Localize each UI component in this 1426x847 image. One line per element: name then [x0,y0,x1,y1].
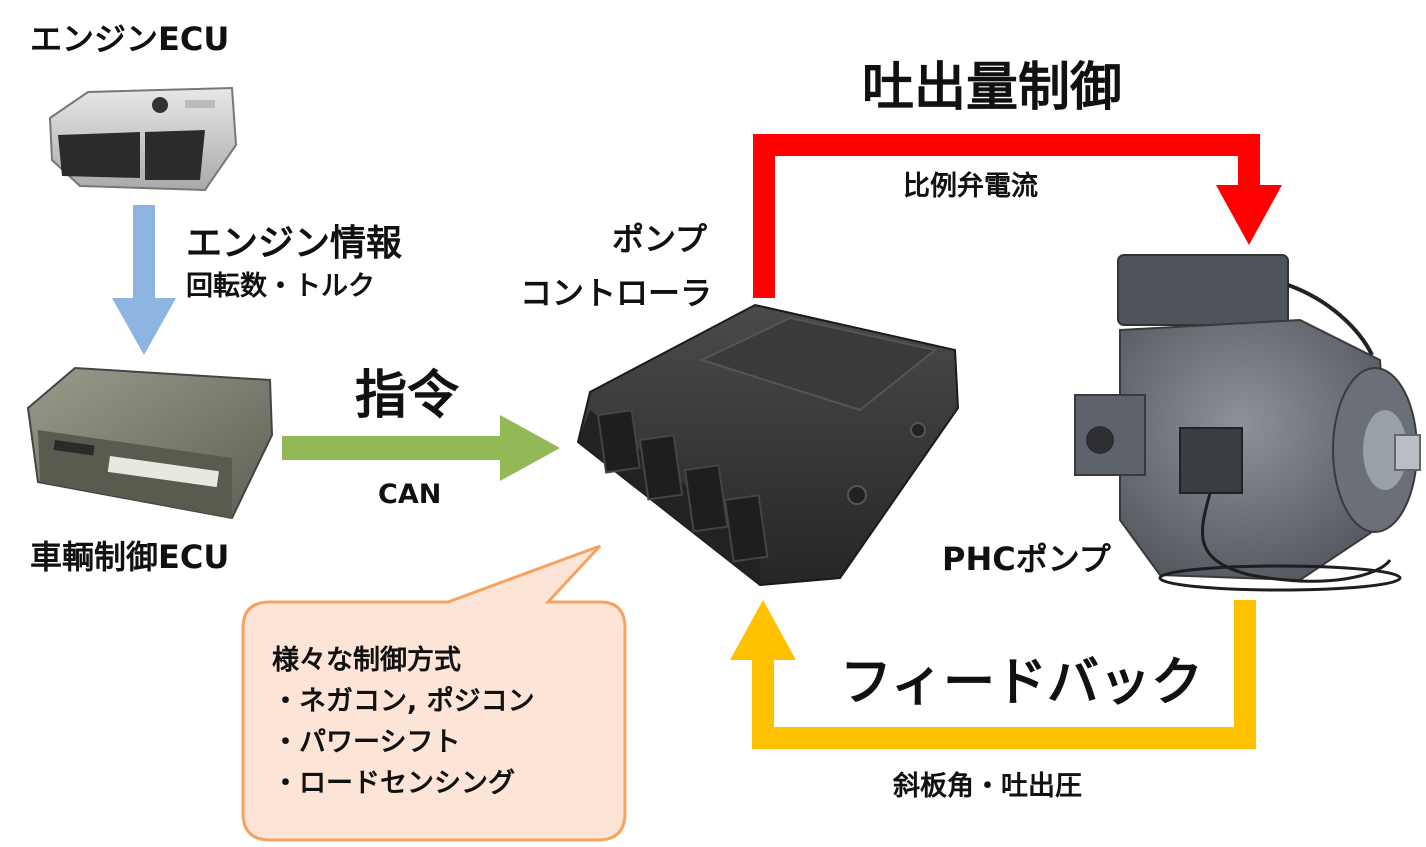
engine-info-arrow [112,205,176,355]
feedback-title: フィードバック [840,655,1203,712]
callout-line: ・ロードセンシング [272,763,535,804]
feedback-detail: 斜板角・吐出圧 [893,772,1082,802]
phc-pump-label: PHCポンプ [942,542,1111,577]
engine-ecu-image [50,88,236,190]
displacement-control-detail: 比例弁電流 [903,172,1038,202]
engine-ecu-label: エンジンECU [30,22,229,57]
phc-pump-image [1075,255,1420,590]
callout-line: ・ネガコン, ポジコン [272,681,535,722]
command-title: 指令 [355,368,459,425]
pump-controller-label-line1: ポンプ [612,222,707,257]
engine-info-title: エンジン情報 [186,224,402,264]
command-detail: CAN [378,480,441,510]
pump-controller-image [578,305,958,585]
callout-line: ・パワーシフト [272,722,535,763]
engine-info-detail: 回転数・トルク [186,272,375,302]
callout-line: 様々な制御方式 [272,640,535,681]
vehicle-ecu-label: 車輌制御ECU [30,540,229,575]
callout-text: 様々な制御方式 ・ネガコン, ポジコン ・パワーシフト ・ロードセンシング [272,640,535,804]
displacement-control-title: 吐出量制御 [862,60,1122,117]
vehicle-ecu-image [28,368,272,518]
pump-controller-label-line2: コントローラ [520,276,712,311]
